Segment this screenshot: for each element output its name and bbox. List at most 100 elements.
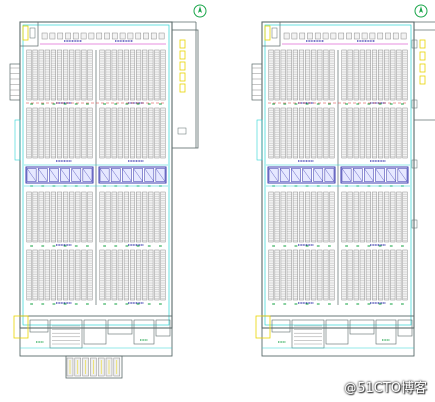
rack-band-right-1 [99, 107, 166, 159]
north-needle [419, 6, 423, 13]
office-outline [261, 315, 415, 357]
rack [99, 249, 105, 301]
rack [26, 191, 32, 243]
rack [347, 49, 353, 101]
rack [353, 107, 359, 159]
rack [292, 249, 298, 301]
rack [50, 107, 56, 159]
equipment-box [338, 32, 345, 40]
rack [75, 191, 81, 243]
left-plan [9, 21, 199, 357]
rack [99, 107, 105, 159]
rack [384, 249, 390, 301]
dock-cell-diag [26, 168, 37, 182]
office-room [155, 319, 171, 337]
rack [305, 49, 311, 101]
blue-band-frame [25, 166, 94, 184]
equipment-box [314, 32, 321, 40]
rack [81, 249, 87, 301]
rack [347, 107, 353, 159]
watermark: @51CTO博客 [344, 377, 427, 396]
rack-band-left-2 [26, 191, 93, 243]
rack [56, 249, 63, 301]
rack [298, 49, 305, 101]
rack-band-left-0 [268, 49, 335, 101]
rack-band-left-1 [26, 107, 93, 159]
stair-block [261, 21, 281, 47]
rack [154, 191, 160, 243]
rack [365, 107, 371, 159]
rack [396, 249, 402, 301]
rack [371, 249, 378, 301]
rack [268, 191, 274, 243]
rack [396, 191, 402, 243]
dock-cell-diag [291, 168, 301, 182]
equipment-box [400, 32, 407, 40]
rack [44, 191, 50, 243]
rack [38, 107, 44, 159]
rack [341, 191, 347, 243]
yellow-tank [179, 61, 186, 71]
rack [268, 249, 274, 301]
fuel-bay-box [177, 127, 187, 135]
rack [390, 49, 396, 101]
rack [123, 249, 129, 301]
side-room-left [251, 63, 263, 101]
rack-band-right-0 [99, 49, 166, 101]
cyan-inner-line [264, 24, 412, 326]
rack [274, 49, 280, 101]
dock-cell-diag [341, 168, 352, 182]
rack [117, 107, 123, 159]
rack [365, 49, 371, 101]
equipment-box [41, 32, 48, 40]
yellow-office [13, 315, 29, 339]
dock-cell-diag [71, 168, 81, 182]
rack [44, 249, 50, 301]
rack [317, 107, 323, 159]
rack [329, 191, 335, 243]
rack [298, 249, 305, 301]
rack [142, 107, 148, 159]
rack [87, 107, 93, 159]
rack [32, 107, 38, 159]
yellow-tank [179, 39, 186, 49]
rack [142, 249, 148, 301]
rack [359, 49, 365, 101]
stair-block [19, 21, 39, 47]
office-room [271, 319, 291, 333]
rack [323, 107, 329, 159]
rack [341, 249, 347, 301]
dock-cell-diag [324, 168, 335, 182]
rack [390, 107, 396, 159]
blue-band-right [98, 166, 167, 184]
cyan-inner-line [22, 24, 170, 326]
rack [117, 249, 123, 301]
rack [75, 107, 81, 159]
rack [280, 249, 286, 301]
right-side-wing [413, 21, 435, 121]
building-outline [19, 21, 173, 329]
rack [50, 249, 56, 301]
rack [26, 107, 32, 159]
equipment-box [385, 32, 391, 40]
equipment-box [65, 32, 71, 40]
rack [87, 49, 93, 101]
rack [359, 191, 365, 243]
office-room [397, 319, 413, 337]
rack [329, 249, 335, 301]
rack [111, 49, 117, 101]
rack [341, 107, 347, 159]
rack [129, 249, 136, 301]
rack [402, 107, 408, 159]
rack [286, 49, 292, 101]
side-room-left [9, 63, 21, 101]
equipment-box [307, 32, 313, 40]
rack [378, 49, 384, 101]
dock-cell-diag [122, 168, 132, 182]
office-room [133, 319, 155, 345]
equipment-box [392, 32, 399, 40]
rack [56, 191, 63, 243]
equipment-box [361, 32, 368, 40]
rack [99, 191, 105, 243]
building-outline [261, 21, 415, 329]
